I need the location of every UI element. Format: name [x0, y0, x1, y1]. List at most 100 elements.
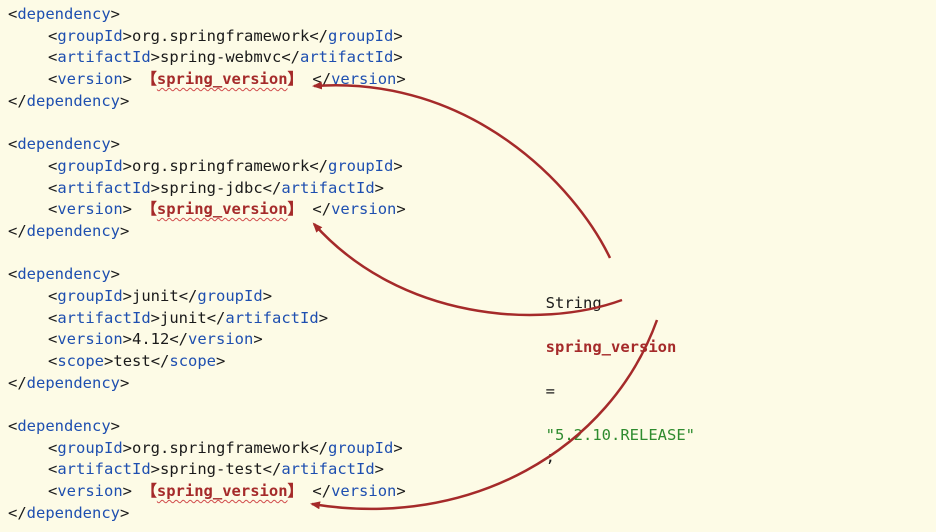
- dependency-tag: dependency: [17, 417, 111, 436]
- groupId-open-name: groupId: [57, 156, 123, 175]
- java-operator: =: [545, 382, 556, 400]
- groupId-value: org.springframework: [132, 26, 310, 45]
- version-open-bracket: <: [48, 482, 58, 501]
- groupId-value: junit: [132, 286, 179, 305]
- version-line: <version> 【spring_version】 </version>: [8, 481, 406, 503]
- tag-bracket: >: [120, 221, 130, 240]
- scope-close-bracket: >: [216, 352, 226, 370]
- dependency-tag: dependency: [26, 503, 120, 522]
- arrow-to-jdbc-version: [312, 222, 623, 317]
- groupId-value: org.springframework: [132, 156, 310, 175]
- artifactId-open-bracket: >: [150, 308, 161, 327]
- version-close-bracket: >: [396, 70, 406, 89]
- version-value: 4.12: [132, 330, 170, 349]
- placeholder-name: spring_version: [156, 482, 288, 501]
- groupId-open-bracket: <: [48, 286, 58, 305]
- placeholder-bracket-right: 】: [287, 200, 304, 219]
- tag-bracket: >: [110, 135, 121, 154]
- version-open-bracket: >: [122, 70, 133, 89]
- dependency-tag: dependency: [17, 5, 111, 23]
- version-placeholder: 【spring_version】: [141, 70, 303, 88]
- groupId-open-name: groupId: [57, 286, 123, 305]
- scope-open-name: scope: [57, 352, 105, 370]
- artifactId-value: junit: [160, 308, 207, 327]
- artifactId-value: spring-test: [160, 460, 263, 479]
- scope-value: test: [113, 352, 151, 370]
- version-open-name: version: [57, 200, 123, 219]
- placeholder-name: spring_version: [156, 200, 288, 219]
- tag-bracket: >: [110, 417, 121, 436]
- artifactId-open-name: artifactId: [57, 178, 151, 197]
- placeholder-bracket-left: 【: [141, 70, 157, 89]
- version-close-bracket: </: [312, 482, 332, 501]
- scope-open-bracket: >: [104, 352, 114, 370]
- dependency-close-line: </dependency>: [8, 221, 406, 243]
- artifactId-line: <artifactId>junit</artifactId>: [8, 308, 406, 330]
- version-line: <version>4.12</version>: [8, 329, 406, 351]
- artifactId-close-name: artifactId: [300, 48, 394, 67]
- placeholder-bracket-right: 】: [287, 482, 304, 501]
- arrow-to-webmvc-version: [312, 81, 612, 259]
- groupId-close-bracket: </: [309, 438, 328, 457]
- groupId-close-name: groupId: [328, 438, 394, 457]
- scope-open-bracket: <: [48, 352, 58, 370]
- arrow-to-test-version: [310, 319, 659, 511]
- groupId-open-bracket: >: [122, 26, 133, 45]
- artifactId-open-bracket: <: [48, 460, 58, 479]
- tag-bracket: >: [120, 91, 130, 110]
- version-open-bracket: <: [48, 200, 58, 219]
- groupId-close-bracket: >: [262, 286, 273, 305]
- scope-close-name: scope: [169, 352, 217, 370]
- tag-bracket: </: [8, 91, 27, 110]
- artifactId-value: spring-jdbc: [160, 178, 263, 197]
- version-close-bracket: >: [253, 330, 263, 349]
- groupId-close-bracket: </: [178, 286, 198, 305]
- tag-bracket: >: [110, 5, 121, 23]
- placeholder-bracket-left: 【: [141, 482, 157, 501]
- version-open-bracket: <: [48, 330, 58, 349]
- version-close-name: version: [188, 330, 254, 349]
- artifactId-open-bracket: >: [150, 460, 161, 479]
- artifactId-open-bracket: >: [150, 178, 161, 197]
- artifactId-open-bracket: >: [150, 48, 161, 67]
- dependency-close-line: </dependency>: [8, 503, 406, 525]
- dependency-tag: dependency: [26, 221, 120, 240]
- groupId-close-name: groupId: [328, 156, 394, 175]
- placeholder-name: spring_version: [156, 70, 288, 89]
- dependency-open-line: <dependency>: [8, 134, 406, 156]
- version-open-name: version: [57, 70, 123, 89]
- dependency-open-line: <dependency>: [8, 4, 406, 26]
- version-open-bracket: <: [48, 70, 58, 89]
- java-type: String: [545, 294, 602, 312]
- dependency-tag: dependency: [17, 265, 111, 284]
- tag-bracket: </: [8, 373, 27, 392]
- dependency-open-line: <dependency>: [8, 264, 406, 286]
- version-open-name: version: [57, 482, 123, 501]
- tag-bracket: <: [8, 265, 18, 284]
- artifactId-value: spring-webmvc: [160, 48, 282, 67]
- groupId-line: <groupId>org.springframework</groupId>: [8, 438, 406, 460]
- scope-close-bracket: </: [150, 352, 170, 370]
- artifactId-close-bracket: </: [281, 48, 301, 67]
- version-open-name: version: [57, 330, 123, 349]
- version-close-bracket: </: [312, 200, 332, 219]
- artifactId-close-bracket: >: [374, 178, 385, 197]
- groupId-close-bracket: </: [309, 26, 328, 45]
- dependency-tag: dependency: [26, 373, 120, 392]
- artifactId-close-bracket: >: [393, 48, 403, 67]
- groupId-close-bracket: >: [393, 156, 403, 175]
- placeholder-bracket-left: 【: [141, 200, 157, 219]
- tag-bracket: >: [120, 373, 130, 392]
- artifactId-open-name: artifactId: [57, 308, 151, 327]
- artifactId-open-name: artifactId: [57, 48, 151, 67]
- groupId-open-bracket: <: [48, 438, 58, 457]
- dependency-tag: dependency: [17, 135, 111, 154]
- groupId-value: org.springframework: [132, 438, 310, 457]
- artifactId-close-bracket: </: [262, 178, 282, 197]
- version-close-name: version: [331, 200, 397, 219]
- version-open-bracket: >: [122, 330, 133, 349]
- placeholder-bracket-right: 】: [287, 70, 304, 89]
- version-placeholder: 【spring_version】: [141, 482, 303, 500]
- version-close-bracket: >: [396, 482, 406, 501]
